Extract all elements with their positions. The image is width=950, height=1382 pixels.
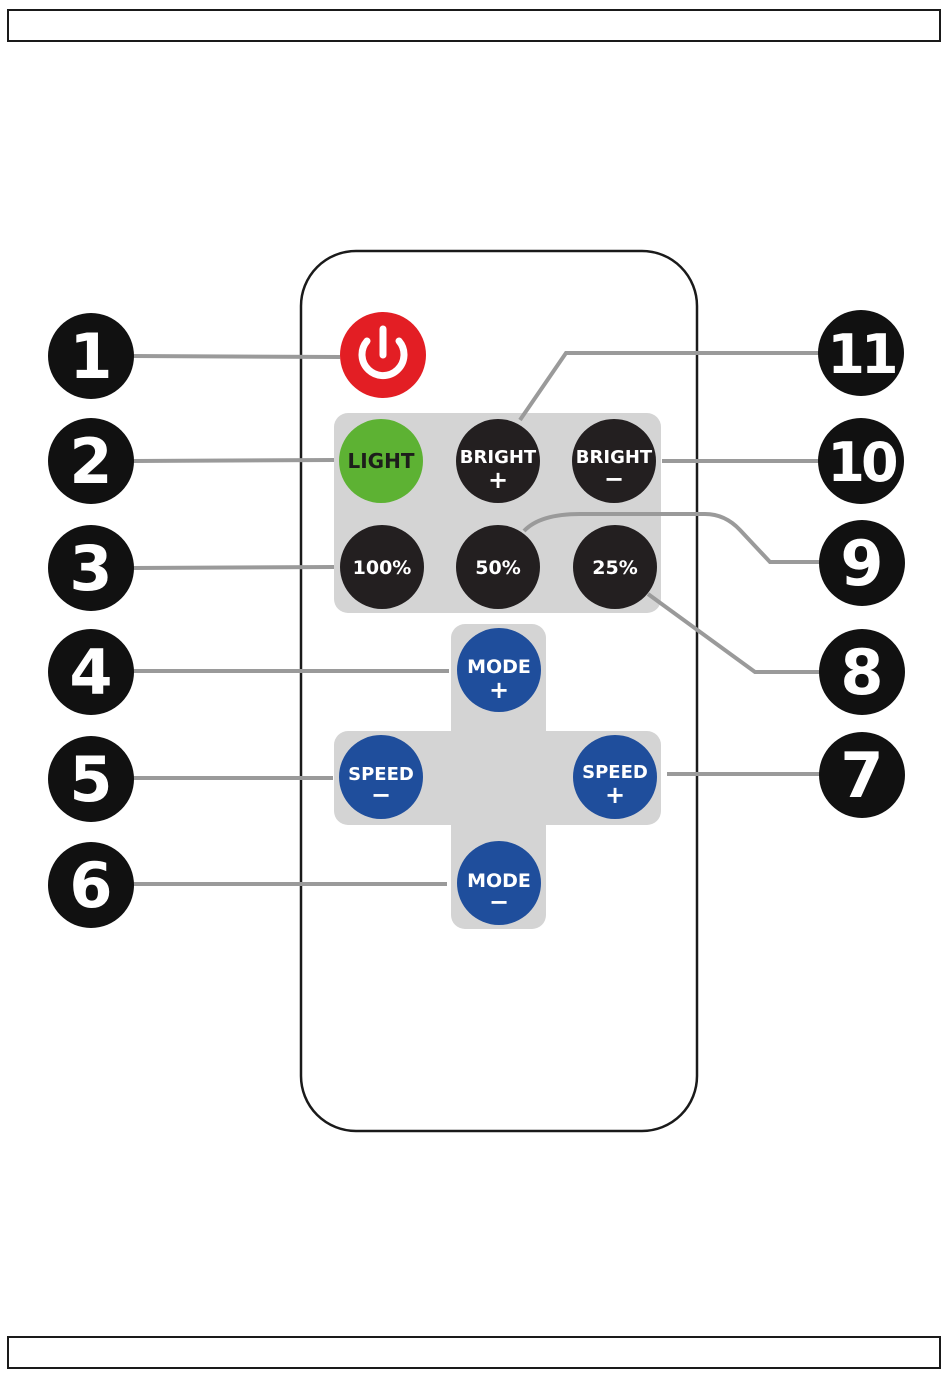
mode-plus-label: MODE [467,656,531,678]
callout-11-number: 11 [827,323,895,386]
callout-6-number: 6 [69,849,112,922]
brightness-100-button[interactable]: 100% [340,525,424,609]
bright-minus-sign: − [604,465,624,493]
callout-7-number: 7 [840,739,883,812]
speed-minus-button[interactable]: SPEED − [339,735,423,819]
callout-4-number: 4 [69,636,112,709]
bright-plus-label: BRIGHT [460,447,537,468]
callout-8: 8 [819,629,905,715]
brightness-100-label: 100% [353,557,412,579]
callout-5-number: 5 [69,743,112,816]
mode-plus-sign: + [489,676,509,704]
callout-7: 7 [819,732,905,818]
callout-3-number: 3 [69,532,112,605]
callout-4: 4 [48,629,134,715]
callout-10-number: 10 [827,431,896,494]
speed-plus-sign: + [605,781,625,809]
leader-3 [133,567,334,568]
speed-minus-sign: − [371,781,391,809]
leader-1 [132,356,340,357]
power-button[interactable] [340,312,426,398]
light-button[interactable]: LIGHT [339,419,423,503]
callout-10: 10 [818,418,904,504]
speed-plus-button[interactable]: SPEED + [573,735,657,819]
callout-3: 3 [48,525,134,611]
callout-5: 5 [48,736,134,822]
callout-6: 6 [48,842,134,928]
mode-plus-button[interactable]: MODE + [457,628,541,712]
brightness-50-label: 50% [475,557,520,579]
callout-1: 1 [48,313,134,399]
brightness-25-label: 25% [592,557,637,579]
leader-2 [133,460,334,461]
speed-plus-label: SPEED [582,762,648,783]
callout-9-number: 9 [840,527,883,600]
brightness-50-button[interactable]: 50% [456,525,540,609]
bright-plus-sign: + [488,466,508,494]
light-button-label: LIGHT [348,449,415,473]
callout-9: 9 [819,520,905,606]
callout-2: 2 [48,418,134,504]
callout-8-number: 8 [840,636,883,709]
callout-2-number: 2 [69,425,112,498]
bright-plus-button[interactable]: BRIGHT + [456,419,540,503]
callout-1-number: 1 [69,320,112,393]
callout-11: 11 [818,310,904,396]
brightness-25-button[interactable]: 25% [573,525,657,609]
mode-minus-button[interactable]: MODE − [457,841,541,925]
mode-minus-sign: − [489,888,509,916]
bright-minus-button[interactable]: BRIGHT − [572,419,656,503]
